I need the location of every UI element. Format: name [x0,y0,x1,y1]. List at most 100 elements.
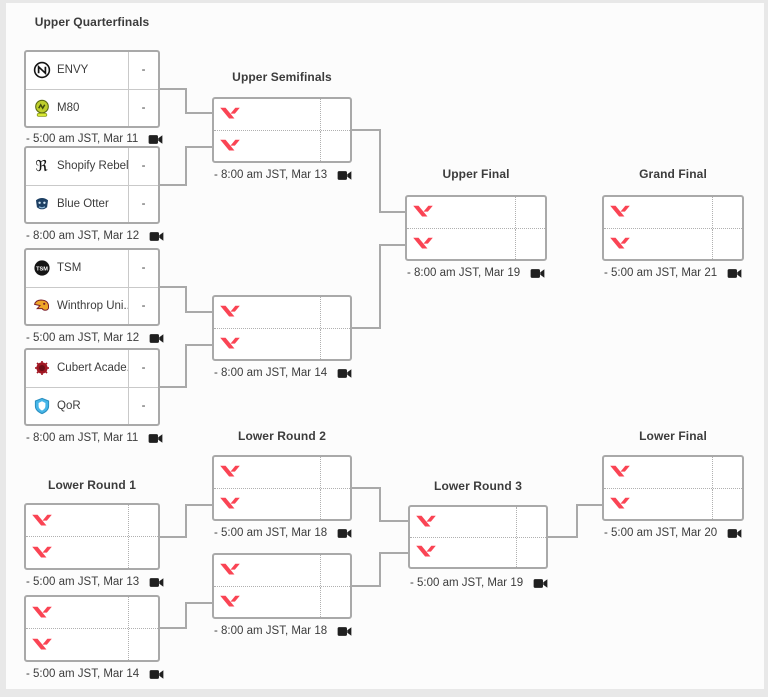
team-name[interactable]: Blue Otter [57,197,109,210]
match-datetime: - 5:00 am JST, Mar 14 [26,668,140,680]
match-datetime: - 8:00 am JST, Mar 19 [407,267,521,279]
team-score [712,488,742,519]
team-name[interactable]: Winthrop Uni... [57,299,128,312]
camera-icon[interactable] [727,268,742,279]
team-score: - [128,52,158,89]
team-score: - [128,89,158,126]
valorant-icon [407,204,438,220]
match-datetime: - 5:00 am JST, Mar 18 [214,527,328,539]
team-score [515,197,545,228]
valorant-icon [214,594,245,610]
team-row: Winthrop Uni... - [26,286,158,324]
match-grand-final [602,195,744,261]
match-footer: - 5:00 am JST, Mar 14 [26,668,164,680]
winthrop-university-logo[interactable] [26,297,57,315]
camera-icon[interactable] [149,333,164,344]
tbd-row [214,555,350,586]
round-label-grand-final: Grand Final [639,167,707,181]
team-name[interactable]: Shopify Rebel... [57,160,128,173]
team-row: Cubert Acade... - [26,350,158,387]
team-score: - [128,250,158,287]
tbd-row [26,597,158,628]
tbd-row [407,197,545,228]
team-row: ℜ Shopify Rebel... - [26,148,158,185]
camera-icon[interactable] [148,433,163,444]
camera-icon[interactable] [337,528,352,539]
match-datetime: - 5:00 am JST, Mar 11 [26,133,139,145]
match-footer: - 5:00 am JST, Mar 21 [604,267,742,279]
valorant-icon [604,236,635,252]
match-footer: - 8:00 am JST, Mar 19 [407,267,545,279]
match-upper-qf-1: ENVY - M80 - [24,50,160,128]
team-score [128,597,158,628]
round-label-lower-final: Lower Final [639,429,707,443]
camera-icon[interactable] [337,626,352,637]
team-name[interactable]: TSM [57,262,82,275]
team-name[interactable]: ENVY [57,64,89,77]
match-lower-r2-1 [212,455,352,521]
valorant-icon [214,496,245,512]
team-score: - [128,350,158,387]
valorant-icon [604,204,635,220]
round-label-upper-final: Upper Final [442,167,510,181]
tbd-row [410,536,546,567]
match-footer: - 8:00 am JST, Mar 18 [214,625,352,637]
blue-otter-logo[interactable] [26,195,57,213]
cubert-academy-logo[interactable] [26,359,57,377]
team-score [320,586,350,617]
match-lower-r2-2 [212,553,352,619]
shopify-rebellion-logo[interactable]: ℜ [35,156,48,175]
round-label-lower-round-1: Lower Round 1 [48,478,136,492]
team-score: - [128,185,158,222]
valorant-icon [214,138,245,154]
camera-icon[interactable] [337,368,352,379]
tsm-logo[interactable]: TSM [26,259,57,277]
team-score: - [128,148,158,185]
match-upper-qf-2: ℜ Shopify Rebel... - Blue Otter - [24,146,160,224]
team-score [320,99,350,130]
team-row: QoR - [26,386,158,424]
match-footer: - 5:00 am JST, Mar 20 [604,527,742,539]
match-footer: - 5:00 am JST, Mar 19 [410,577,548,589]
round-label-upper-semifinals: Upper Semifinals [232,70,332,84]
valorant-icon [604,464,635,480]
camera-icon[interactable] [530,268,545,279]
camera-icon[interactable] [727,528,742,539]
tbd-row [214,99,350,130]
tbd-row [410,507,546,537]
valorant-icon [407,236,438,252]
team-score [320,297,350,328]
camera-icon[interactable] [148,134,163,145]
camera-icon[interactable] [149,231,164,242]
camera-icon[interactable] [337,170,352,181]
tbd-row [604,227,742,259]
team-score [712,197,742,228]
valorant-icon [214,106,245,122]
qor-logo[interactable] [26,397,57,415]
team-score [320,457,350,488]
tbd-row [407,227,545,259]
valorant-icon [214,336,245,352]
camera-icon[interactable] [149,669,164,680]
team-score [320,328,350,359]
team-row: TSM TSM - [26,250,158,287]
team-name[interactable]: M80 [57,101,80,114]
match-footer: - 8:00 am JST, Mar 12 [26,230,164,242]
team-score [320,555,350,586]
team-name[interactable]: Cubert Acade... [57,362,128,375]
team-score [320,130,350,161]
team-score [128,505,158,536]
round-label-lower-round-2: Lower Round 2 [238,429,326,443]
valorant-icon [26,637,57,653]
camera-icon[interactable] [533,578,548,589]
envy-logo[interactable] [26,61,57,79]
team-name[interactable]: QoR [57,399,81,412]
match-upper-qf-4: Cubert Acade... - QoR - [24,348,160,426]
match-datetime: - 8:00 am JST, Mar 13 [214,169,328,181]
camera-icon[interactable] [149,577,164,588]
m80-logo[interactable] [26,99,57,117]
match-footer: - 8:00 am JST, Mar 11 [26,432,163,444]
match-lower-r1-2 [24,595,160,662]
team-row: M80 - [26,88,158,126]
